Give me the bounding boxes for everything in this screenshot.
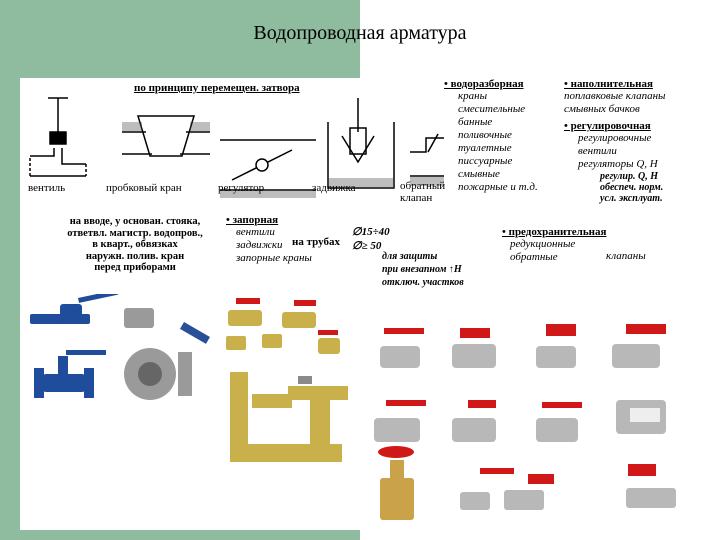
- drawoff-item: поливочные: [458, 129, 512, 141]
- label-ventil: вентиль: [28, 182, 66, 194]
- brass-fittings-photo: [222, 294, 352, 466]
- regulating-note: регулир. Q, Н: [600, 171, 658, 182]
- drawoff-item: туалетные: [458, 142, 512, 154]
- safety-block: • предохранительная редукционные обратны…: [502, 226, 646, 264]
- drawoff-item: банные: [458, 116, 493, 128]
- intake-line: на вводе, у основан. стояка,: [69, 216, 201, 227]
- regulating-note: усл. эксплуат.: [600, 193, 663, 204]
- regulating-item: регуляторы Q, Н: [578, 158, 658, 170]
- shutoff-item: запорные краны: [236, 252, 312, 264]
- drawoff-item: писсуарные: [458, 155, 513, 167]
- safety-note-line: для защиты: [382, 251, 438, 262]
- safety-note: для защиты при внезапном ↑Н отключ. учас…: [382, 250, 464, 289]
- diagram-heading: по принципу перемещен. затвора: [134, 82, 300, 94]
- drawoff-title: • водоразборная: [444, 78, 524, 90]
- shutoff-block: • запорная вентили задвижки запорные кра…: [226, 214, 312, 265]
- pipe-label: на трубах: [292, 236, 340, 248]
- drawoff-item: смывные: [458, 168, 500, 180]
- blue-ball-valves-photo: [20, 294, 220, 418]
- diameter-range: ∅15÷40: [352, 226, 390, 238]
- filling-title: • наполнительная: [564, 78, 653, 90]
- drawoff-block: • водоразборная краны смесительные банны…: [444, 78, 538, 194]
- shutoff-item: вентили: [236, 226, 275, 238]
- filling-item: поплавковые клапаны: [564, 90, 666, 102]
- label-obratny-klapan: обратный клапан: [400, 180, 446, 204]
- label-zadvizhka: задвижка: [312, 182, 356, 194]
- shutoff-item: задвижки: [236, 239, 283, 251]
- safety-note-line: отключ. участков: [382, 277, 464, 288]
- regulating-title: • регулировочная: [564, 120, 651, 132]
- regulating-note: обеспеч. норм.: [600, 182, 664, 193]
- intake-block: на вводе, у основан. стояка, ответвл. ма…: [50, 216, 220, 274]
- filling-block: • наполнительная поплавковые клапаны смы…: [564, 78, 714, 204]
- filling-item: смывных бачков: [564, 103, 640, 115]
- safety-item: обратные: [510, 251, 558, 263]
- label-probkovy-kran: пробковый кран: [106, 182, 182, 194]
- intake-line: перед приборами: [94, 262, 176, 273]
- drawoff-item: смесительные: [458, 103, 526, 115]
- drawoff-item: пожарные и т.д.: [458, 181, 538, 193]
- drawoff-item: краны: [458, 90, 488, 102]
- safety-item: редукционные: [510, 238, 576, 250]
- regulating-item: регулировочные: [578, 132, 652, 144]
- regulating-item: вентили: [578, 145, 617, 157]
- shutoff-title: • запорная: [226, 214, 279, 226]
- safety-note-line: при внезапном ↑Н: [382, 264, 462, 275]
- intake-line: ответвл. магистр. водопров.,: [67, 227, 203, 239]
- intake-line: в кварт., обвязках: [92, 239, 178, 250]
- label-regulyator: регулятор: [218, 182, 265, 194]
- safety-item: клапаны: [606, 250, 646, 262]
- red-handle-valves-photo: [360, 300, 700, 528]
- mechanism-sketches: [29, 97, 444, 198]
- safety-title: • предохранительная: [502, 226, 607, 238]
- diameter-min: ∅≥ 50: [352, 240, 382, 252]
- intake-line: наружн. полив. кран: [85, 250, 185, 262]
- page-title: Водопроводная арматура: [253, 22, 467, 44]
